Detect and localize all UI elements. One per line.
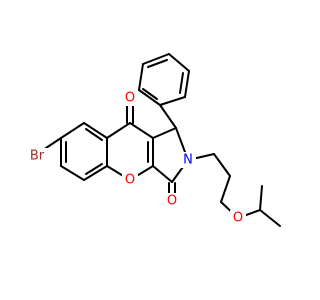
bond	[138, 89, 161, 106]
atom-br: Br	[26, 148, 48, 164]
bond	[152, 165, 173, 183]
double-bond-inner	[179, 72, 184, 94]
lactam-oxygen-label: O	[167, 194, 177, 209]
benzo-ring	[60, 122, 108, 181]
atom-o-ether: O	[230, 210, 246, 226]
double-bond-inner	[85, 128, 103, 141]
double-bond-inner	[85, 163, 103, 175]
ketone-oxygen-label: O	[125, 91, 135, 106]
bond	[259, 185, 263, 211]
bond-to-phenyl	[159, 104, 177, 129]
bond	[220, 175, 231, 203]
atom-n: N	[180, 152, 196, 168]
ring-oxygen-label: O	[125, 173, 135, 188]
double-bond-inner	[147, 59, 168, 68]
bond	[142, 53, 170, 65]
atom-o-ring: O	[122, 172, 138, 188]
bond	[213, 153, 231, 177]
bond	[106, 122, 131, 139]
bond	[259, 209, 281, 227]
bond	[60, 122, 85, 139]
bond	[83, 165, 108, 181]
ether-oxygen-label: O	[233, 211, 243, 226]
atom-o-ketone: O	[122, 90, 138, 106]
pyranone-ring	[106, 122, 154, 181]
bond	[83, 122, 108, 139]
bond	[159, 96, 186, 106]
bond	[184, 70, 190, 98]
bond	[129, 122, 154, 139]
nitrogen-label: N	[183, 153, 193, 168]
chemical-structure: Br O O O N O	[26, 53, 281, 227]
bond	[168, 53, 190, 72]
bond	[60, 165, 85, 181]
bond	[152, 127, 177, 139]
bond	[138, 63, 144, 91]
phenyl-ring	[138, 53, 190, 106]
double-bond-inner	[142, 88, 158, 100]
bromine-label: Br	[30, 149, 45, 164]
atom-o-lactam: O	[164, 193, 180, 209]
